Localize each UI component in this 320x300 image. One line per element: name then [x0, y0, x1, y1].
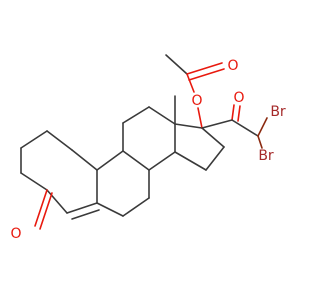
oxygen-ester-label: O: [191, 93, 202, 109]
bromine-1-label: Br: [270, 104, 286, 120]
molecule-structure: O O O O Br Br: [10, 54, 286, 242]
oxygen-acetyl-label: O: [227, 58, 238, 74]
bromine-2-label: Br: [258, 148, 274, 164]
atom-labels: O O O O Br Br: [10, 58, 285, 242]
oxygen-ketone-label: O: [10, 226, 21, 242]
bond-lines: [20, 54, 268, 230]
oxygen-side-ketone-label: O: [233, 90, 244, 106]
